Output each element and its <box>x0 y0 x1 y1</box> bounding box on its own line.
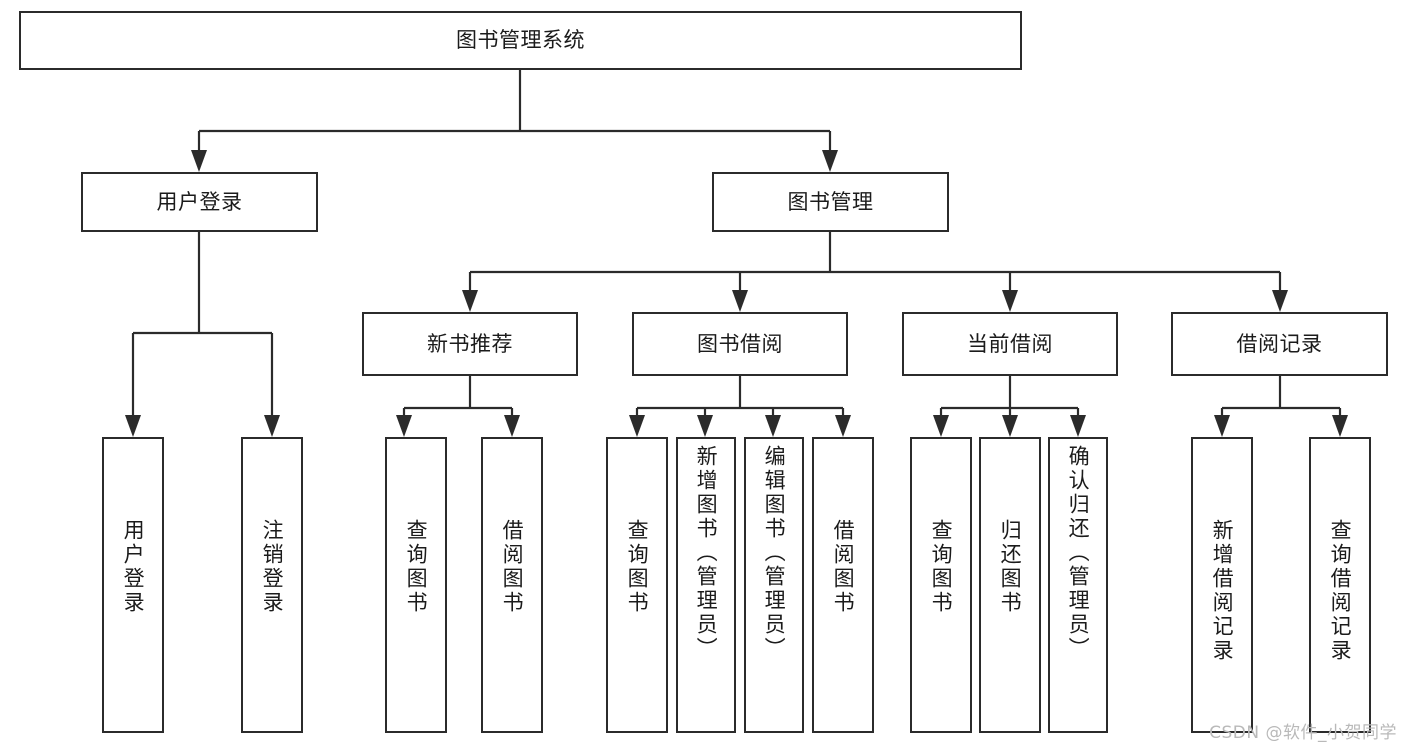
leaf-add-borrow-record[interactable]: 新增借阅记录 <box>1191 437 1253 733</box>
node-label: 借阅图书 <box>500 519 525 615</box>
leaf-user-login[interactable]: 用户登录 <box>102 437 164 733</box>
node-label: 当前借阅 <box>967 331 1053 356</box>
leaf-logout[interactable]: 注销登录 <box>241 437 303 733</box>
leaf-return-book[interactable]: 归还图书 <box>979 437 1041 733</box>
node-borrow-record[interactable]: 借阅记录 <box>1171 312 1388 376</box>
node-label: 注销登录 <box>260 519 285 615</box>
node-book-borrow[interactable]: 图书借阅 <box>632 312 848 376</box>
leaf-query-borrow-record[interactable]: 查询借阅记录 <box>1309 437 1371 733</box>
node-label: 查询图书 <box>625 519 650 615</box>
node-label: 用户登录 <box>121 519 146 615</box>
node-label: 查询借阅记录 <box>1328 519 1353 663</box>
node-label: 借阅记录 <box>1236 331 1323 356</box>
node-label: 用户登录 <box>156 189 243 214</box>
node-label: 归还图书 <box>998 519 1023 615</box>
node-root-book-management-system[interactable]: 图书管理系统 <box>19 11 1022 70</box>
leaf-borrow-book-recommend[interactable]: 借阅图书 <box>481 437 543 733</box>
leaf-confirm-return-admin[interactable]: 确认归还（管理员） <box>1048 437 1108 733</box>
node-user-login[interactable]: 用户登录 <box>81 172 318 232</box>
node-label: 确认归还（管理员） <box>1066 445 1091 661</box>
node-label: 图书借阅 <box>697 331 783 356</box>
node-label: 查询图书 <box>404 519 429 615</box>
node-label: 借阅图书 <box>831 519 856 615</box>
node-label: 新增借阅记录 <box>1210 519 1235 663</box>
leaf-borrow-book[interactable]: 借阅图书 <box>812 437 874 733</box>
leaf-query-book-recommend[interactable]: 查询图书 <box>385 437 447 733</box>
node-label: 图书管理系统 <box>456 28 585 53</box>
leaf-query-book-borrow[interactable]: 查询图书 <box>606 437 668 733</box>
node-label: 新书推荐 <box>427 331 513 356</box>
node-new-book-recommend[interactable]: 新书推荐 <box>362 312 578 376</box>
node-label: 查询图书 <box>929 519 954 615</box>
leaf-edit-book-admin[interactable]: 编辑图书（管理员） <box>744 437 804 733</box>
node-label: 编辑图书（管理员） <box>762 445 787 661</box>
node-book-management[interactable]: 图书管理 <box>712 172 949 232</box>
node-label: 新增图书（管理员） <box>694 445 719 661</box>
leaf-add-book-admin[interactable]: 新增图书（管理员） <box>676 437 736 733</box>
node-current-borrow[interactable]: 当前借阅 <box>902 312 1118 376</box>
leaf-query-book-current[interactable]: 查询图书 <box>910 437 972 733</box>
watermark: CSDN @软件_小贺同学 <box>1209 723 1397 743</box>
node-label: 图书管理 <box>787 189 874 214</box>
